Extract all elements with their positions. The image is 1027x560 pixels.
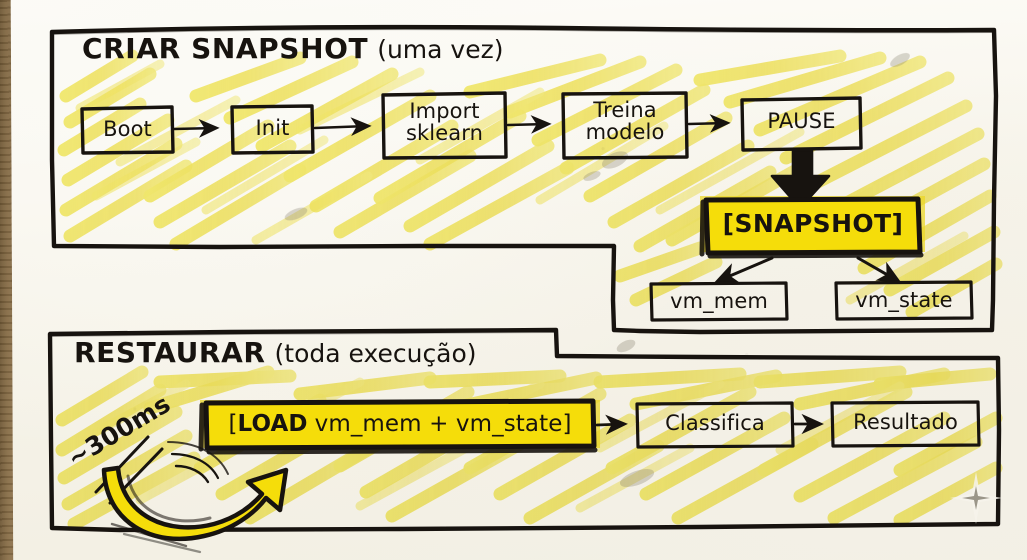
box-snapshot-label[interactable]: [SNAPSHOT] bbox=[722, 209, 904, 238]
box-boot-label[interactable]: Boot bbox=[103, 117, 152, 141]
panel-1-title: CRIAR SNAPSHOT (uma vez) bbox=[82, 34, 503, 64]
load-operands: vm_mem + vm_state bbox=[314, 411, 563, 437]
box-treina-label[interactable]: Treina modelo bbox=[585, 98, 665, 145]
panel-2-title: RESTAURAR (toda execução) bbox=[74, 338, 477, 368]
box-vm-state-label[interactable]: vm_state bbox=[855, 288, 953, 312]
load-bracket-close: ] bbox=[562, 411, 572, 437]
box-vm-mem-label[interactable]: vm_mem bbox=[670, 289, 768, 313]
load-bracket-open: [ bbox=[228, 411, 238, 437]
panel-2-title-paren: (toda execução) bbox=[274, 339, 477, 368]
box-import-label[interactable]: Import sklearn bbox=[406, 99, 483, 146]
panel-1-title-paren: (uma vez) bbox=[377, 35, 504, 64]
box-classifica-label[interactable]: Classifica bbox=[665, 411, 765, 435]
load-keyword: LOAD bbox=[237, 411, 308, 437]
paper-sheet bbox=[10, 0, 1027, 560]
box-init-label[interactable]: Init bbox=[255, 116, 290, 140]
box-resultado-label[interactable]: Resultado bbox=[853, 410, 958, 434]
panel-2-title-main: RESTAURAR bbox=[74, 336, 266, 369]
panel-1-title-main: CRIAR SNAPSHOT bbox=[82, 32, 369, 65]
box-pause-label[interactable]: PAUSE bbox=[767, 109, 836, 133]
